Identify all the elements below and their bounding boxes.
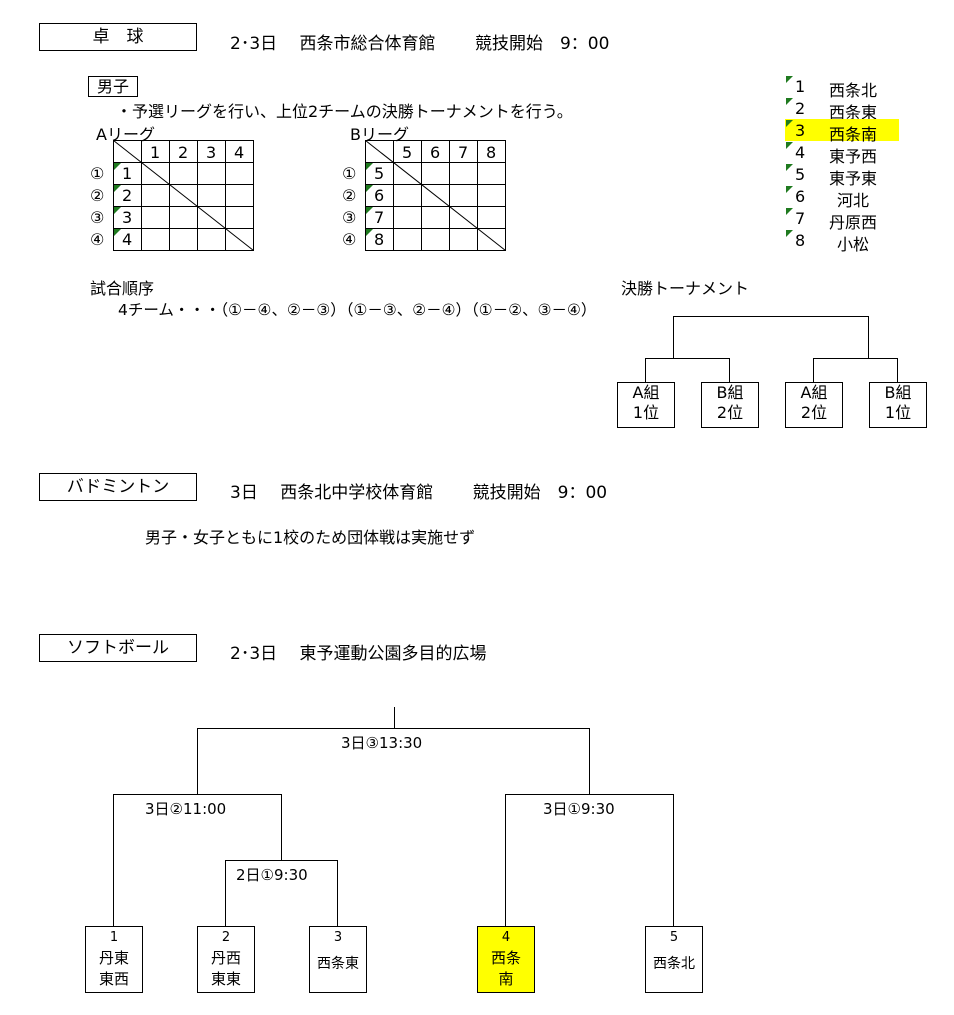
softball-team-3-num: 3 [333, 930, 343, 945]
league-a-header-2: 2 [178, 143, 189, 162]
team-2-num: 2 [795, 99, 806, 118]
final-box-a2: A組 2位 [785, 382, 843, 428]
softball-match-first: 2日①9:30 [236, 866, 308, 884]
league-a-circled-3: ③ [90, 208, 105, 227]
softball-team-4-num: 4 [501, 930, 511, 945]
final-box-b2-line1: B組 [716, 383, 744, 402]
softball-team-2-line2: 東東 [210, 970, 241, 988]
team-4-num: 4 [795, 143, 806, 162]
softball-team-1-line2: 東西 [98, 970, 129, 988]
final-box-b1: B組 1位 [869, 382, 927, 428]
table-tennis-description: ・予選リーグを行い、上位2チームの決勝トーナメントを行う。 [116, 102, 573, 121]
league-a-row-2: 2 [122, 186, 133, 205]
league-b-circled-1: ① [342, 164, 357, 183]
team-3-name: 西条南 [829, 125, 878, 144]
softball-bracket-lines [113, 707, 674, 927]
team-6-num: 6 [795, 187, 806, 206]
league-a-row-3: 3 [122, 208, 133, 227]
softball-team-5-line1: 西条北 [653, 956, 695, 972]
league-b-header-7: 7 [458, 143, 469, 162]
league-a-circled-4: ④ [90, 230, 105, 249]
league-a-label: Aリーグ [96, 125, 155, 144]
final-box-b2-line2: 2位 [716, 403, 744, 422]
league-b-row-6: 6 [374, 186, 385, 205]
match-order-text: 4チーム・・・（①－④、②－③）（①－③、②－④）（①－②、③－④） [118, 301, 597, 319]
team-6-name: 河北 [837, 191, 870, 210]
final-box-a1: A組 1位 [617, 382, 675, 428]
final-tournament-label: 決勝トーナメント [621, 279, 750, 298]
team-8-num: 8 [795, 231, 806, 250]
softball-team-3-line1: 西条東 [317, 956, 359, 972]
softball-team-1: 1 丹東 東西 [85, 926, 143, 993]
badminton-title: バドミントン [39, 473, 197, 501]
team-1-num: 1 [795, 77, 806, 96]
league-b-row-8: 8 [374, 230, 385, 249]
team-3-highlight [785, 119, 899, 141]
final-box-a2-line1: A組 [800, 383, 828, 402]
softball-team-4-line1: 西条 [490, 949, 521, 967]
league-a-circled-1: ① [90, 164, 105, 183]
boys-label: 男子 [88, 76, 139, 97]
softball-match-left: 3日②11:00 [145, 800, 227, 818]
table-tennis-info: 2･3日 西条市総合体育館 競技開始 9：00 [230, 34, 610, 54]
table-tennis-title: 卓 球 [39, 23, 197, 51]
softball-team-2: 2 丹西 東東 [197, 926, 255, 993]
softball-match-final: 3日③13:30 [341, 734, 423, 752]
league-b-label: Bリーグ [350, 125, 409, 144]
team-5-name: 東予東 [829, 169, 878, 188]
match-order-label: 試合順序 [90, 279, 155, 298]
team-2-name: 西条東 [829, 103, 878, 122]
league-a-row-1: 1 [122, 164, 133, 183]
softball-team-2-line1: 丹西 [210, 949, 241, 967]
team-5-num: 5 [795, 165, 806, 184]
league-b-circled-4: ④ [342, 230, 357, 249]
team-7-name: 丹原西 [829, 213, 878, 232]
softball-info: 2･3日 東予運動公園多目的広場 [230, 644, 487, 664]
final-box-b1-line2: 1位 [884, 403, 912, 422]
final-box-a2-line2: 2位 [800, 403, 828, 422]
team-7-num: 7 [795, 209, 806, 228]
team-3-num: 3 [795, 121, 806, 140]
softball-title: ソフトボール [39, 634, 197, 662]
league-b-header-8: 8 [486, 143, 497, 162]
final-tournament-lines [645, 316, 898, 383]
team-4-name: 東予西 [829, 147, 878, 166]
league-b-circled-2: ② [342, 186, 357, 205]
league-a-circled-2: ② [90, 186, 105, 205]
softball-team-5: 5 西条北 [645, 926, 703, 993]
softball-team-4: 4 西条 南 [477, 926, 535, 993]
league-b-row-7: 7 [374, 208, 385, 227]
final-box-a1-line2: 1位 [632, 403, 660, 422]
softball-team-3: 3 西条東 [309, 926, 367, 993]
final-box-a1-line1: A組 [632, 383, 660, 402]
softball-team-5-num: 5 [669, 930, 679, 945]
league-b-row-5: 5 [374, 164, 385, 183]
league-a-row-4: 4 [122, 230, 133, 249]
softball-match-right: 3日①9:30 [543, 800, 615, 818]
league-a-header-3: 3 [206, 143, 217, 162]
softball-team-1-num: 1 [109, 930, 119, 945]
softball-team-4-line2: 南 [498, 970, 514, 988]
league-b-header-6: 6 [430, 143, 441, 162]
badminton-info: 3日 西条北中学校体育館 競技開始 9：00 [230, 483, 608, 503]
league-a-header-1: 1 [150, 143, 161, 162]
badminton-note: 男子・女子ともに1校のため団体戦は実施せず [145, 528, 476, 547]
team-8-name: 小松 [837, 235, 870, 254]
final-box-b1-line1: B組 [884, 383, 912, 402]
league-a-header-4: 4 [234, 143, 245, 162]
final-box-b2: B組 2位 [701, 382, 759, 428]
league-b-circled-3: ③ [342, 208, 357, 227]
team-1-name: 西条北 [829, 81, 878, 100]
softball-team-1-line1: 丹東 [98, 949, 129, 967]
league-b-header-5: 5 [402, 143, 413, 162]
softball-team-2-num: 2 [221, 930, 231, 945]
